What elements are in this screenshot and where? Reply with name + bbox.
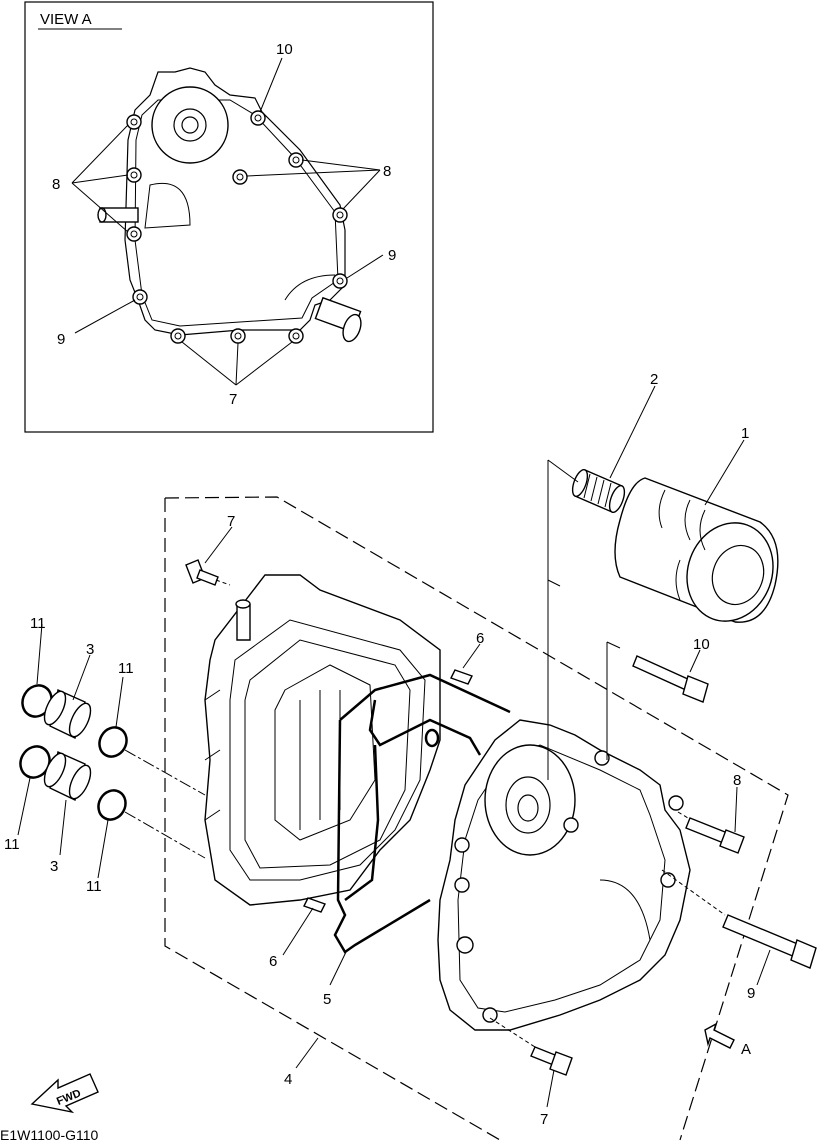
gasket [333, 673, 511, 954]
alignment-lines [215, 459, 726, 1048]
view-a-fitting [314, 296, 362, 343]
callout-4: 4 [284, 1071, 292, 1088]
callout-11-d: 11 [86, 878, 102, 895]
view-a-bolt-holes [126, 110, 348, 344]
view-a-direction-label: A [741, 1041, 751, 1058]
assembly-boundary [164, 496, 789, 1141]
callout-2: 2 [650, 371, 658, 388]
dowel-pins [303, 669, 473, 913]
crankcase-cover-left [204, 574, 441, 906]
callout-11-a: 11 [30, 615, 46, 632]
view-a-filter-boss [151, 86, 229, 164]
callout-view-7: 7 [229, 391, 237, 408]
callout-10: 10 [693, 636, 710, 653]
callout-3-top: 3 [86, 641, 94, 658]
callout-9: 9 [747, 985, 755, 1002]
callout-6-bottom: 6 [269, 953, 277, 970]
callout-1: 1 [741, 425, 749, 442]
callout-3-bottom: 3 [50, 858, 58, 875]
fwd-arrow-icon: FWD [30, 1073, 99, 1114]
callout-7-top: 7 [227, 513, 235, 530]
view-a-bulge-lower [284, 274, 336, 301]
oil-filter [614, 477, 779, 623]
view-a-frame [24, 1, 434, 433]
gasket-ring [424, 728, 440, 748]
callout-8: 8 [733, 772, 741, 789]
view-a-bulge [144, 183, 191, 229]
crankcase-cover-right [437, 719, 691, 1031]
view-a-inset: VIEW A [24, 1, 434, 433]
view-a-direction-arrow: A [704, 1022, 751, 1058]
callout-7-bottom: 7 [540, 1111, 548, 1128]
o-rings-and-sleeves [19, 684, 206, 859]
view-a-cover-inner [134, 99, 339, 327]
callout-view-10: 10 [276, 41, 293, 58]
callout-leaders [17, 385, 771, 1108]
callout-5: 5 [323, 991, 331, 1008]
view-a-leaders [71, 57, 384, 386]
view-a-filter-boss-ring [173, 108, 207, 142]
view-a-title: VIEW A [40, 11, 92, 28]
view-a-filter-boss-hole [181, 116, 199, 134]
callout-view-9-right: 9 [388, 247, 396, 264]
callout-11-b: 11 [118, 660, 134, 677]
callout-view-8-right: 8 [383, 163, 391, 180]
callout-view-8-left: 8 [52, 176, 60, 193]
view-a-pin-end [97, 207, 107, 223]
filter-union-bolt [571, 468, 626, 514]
bolts [185, 559, 817, 1076]
callout-6-top: 6 [476, 630, 484, 647]
diagram-code: E1W1100-G110 [0, 1127, 99, 1141]
callout-11-c: 11 [4, 836, 20, 853]
callout-view-9-left: 9 [57, 331, 65, 348]
